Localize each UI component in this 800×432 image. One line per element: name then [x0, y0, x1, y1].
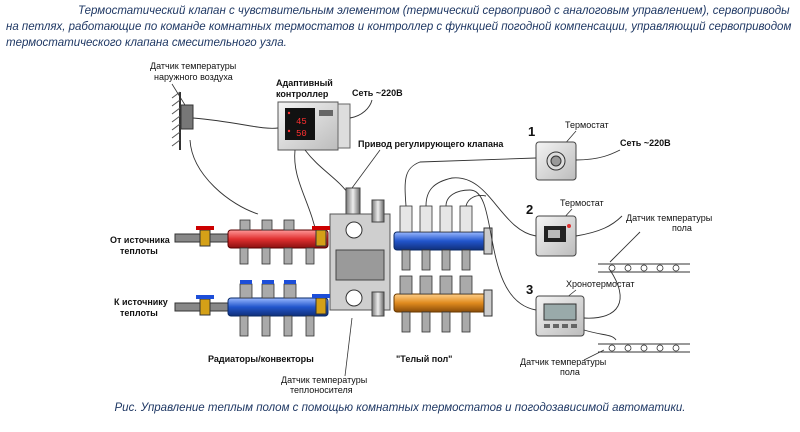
controller-label-1: Адаптивный: [276, 78, 333, 88]
controller-display-row2: 50: [296, 129, 307, 139]
radiator-outlets: [239, 219, 315, 337]
thermostat-2: [535, 215, 577, 257]
floor-sensor-a-label-2: пола: [672, 223, 692, 233]
floor-sensor-b-label-2: пола: [560, 367, 580, 377]
to-source-label-2: теплоты: [120, 308, 158, 318]
outdoor-sensor-label-2: наружного воздуха: [154, 72, 233, 82]
floor-sensor-a: [598, 263, 690, 273]
controller-display-row1: 45: [296, 117, 307, 127]
from-source-label-1: От источника: [110, 235, 171, 245]
controller-label-2: контроллер: [276, 89, 329, 99]
return-manifold-radiators: [174, 294, 330, 317]
valve-drive-label: Привод регулирующего клапана: [358, 139, 504, 149]
floor-sensor-b-label-1: Датчик температуры: [520, 357, 606, 367]
floor-sensor-b: [598, 343, 690, 353]
mains-label-top: Сеть ~220В: [352, 88, 403, 98]
mains-label-right: Сеть ~220В: [620, 138, 671, 148]
actuator-wires: [404, 157, 537, 311]
coolant-sensor-label-1: Датчик температуры: [281, 375, 367, 385]
radiators-label: Радиаторы/конвекторы: [208, 354, 314, 364]
thermostat-1-label: Термостат: [565, 120, 609, 130]
chronothermostat: [535, 295, 585, 337]
from-source-label-2: теплоты: [120, 246, 158, 256]
thermostat-2-label: Термостат: [560, 198, 604, 208]
weather-controller: 45 50: [277, 101, 351, 151]
outdoor-sensor-label-1: Датчик температуры: [150, 61, 236, 71]
warm-floor-label: "Телый пол": [396, 354, 452, 364]
number-3: 3: [526, 282, 533, 297]
intro-text: Термостатический клапан с чувствительным…: [6, 5, 792, 49]
figure-caption: Рис. Управление теплым полом с помощью к…: [114, 402, 686, 414]
floor-loop-actuators: [399, 205, 473, 333]
thermostat-1: [535, 141, 577, 181]
floor-sensor-a-label-1: Датчик температуры: [626, 213, 712, 223]
to-source-label-1: К источнику: [114, 297, 168, 307]
coolant-sensor-label-2: теплоносителя: [290, 385, 353, 395]
chronothermostat-label: Хронотермостат: [566, 279, 634, 289]
outdoor-sensor: [171, 91, 194, 150]
mixing-node: [329, 187, 391, 317]
supply-manifold-radiators: [174, 226, 330, 249]
number-2: 2: [526, 202, 533, 217]
number-1: 1: [528, 124, 535, 139]
